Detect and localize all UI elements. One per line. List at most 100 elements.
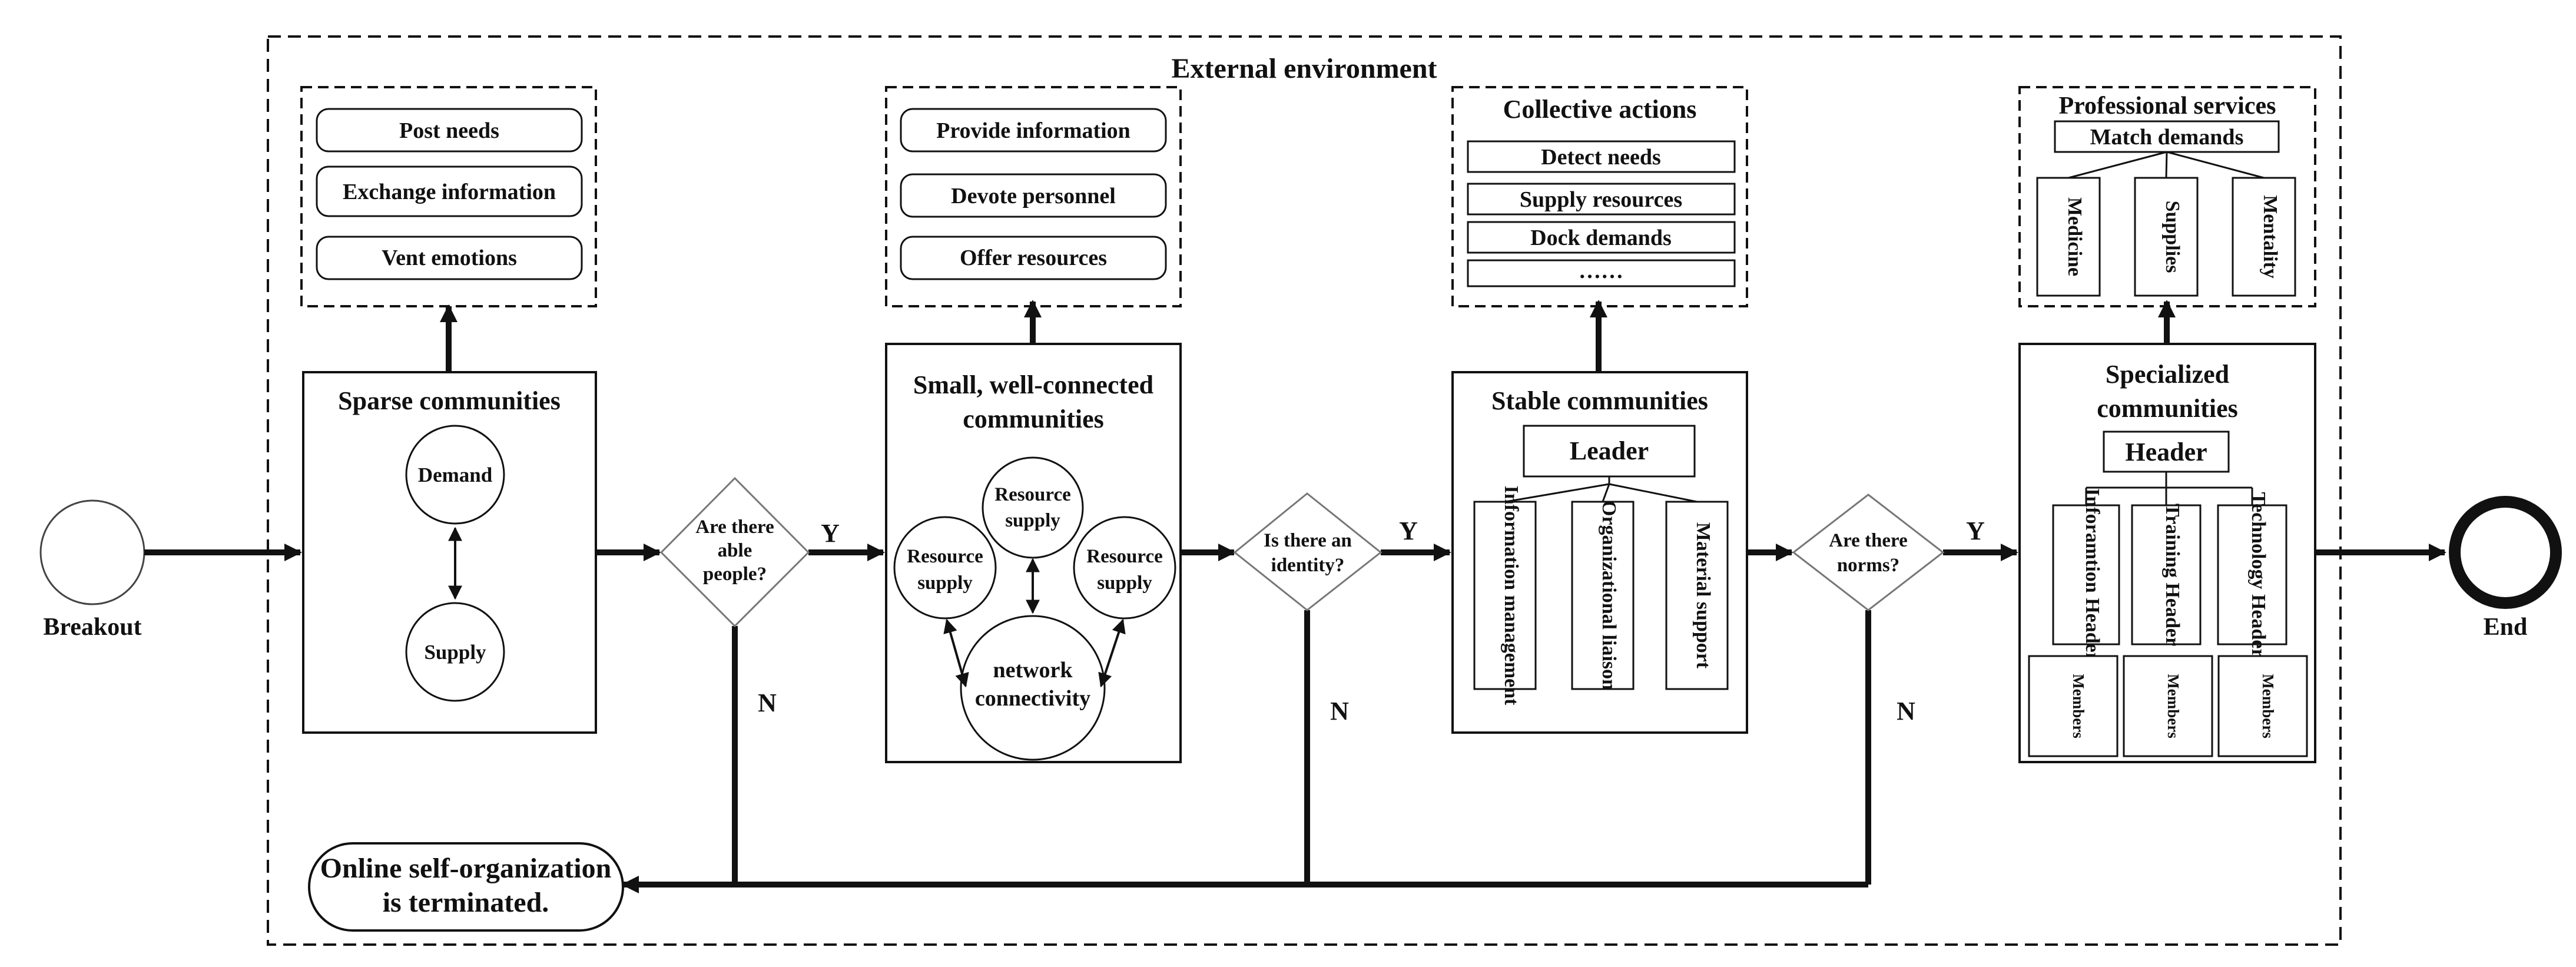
- action-offer-resources: [900, 236, 1167, 280]
- action-supply-resources: [1467, 183, 1736, 216]
- terminated-box: [308, 842, 624, 932]
- stable-communities-title: Stable communities: [1491, 386, 1708, 415]
- service-medicine-label: Medicine: [2064, 197, 2086, 276]
- decision-able-people-line-2: able: [718, 540, 752, 561]
- leader-connectors: [1505, 476, 1698, 503]
- action-devote-personnel: [900, 173, 1167, 218]
- collective-actions-title: Collective actions: [1503, 95, 1697, 124]
- network-connectivity-node: [960, 615, 1106, 761]
- role-material-support-label: Material support: [1692, 522, 1714, 669]
- decision-identity-line-2: identity?: [1271, 555, 1345, 576]
- no-label-3: N: [1897, 697, 1915, 726]
- resource-supply-right-line-2: supply: [1097, 572, 1152, 594]
- role-information-management-label: Information management: [1500, 485, 1522, 706]
- role-material-support: [1665, 501, 1729, 690]
- role-information-management: [1473, 501, 1537, 690]
- sub-header-training-label: Training Header: [2161, 504, 2183, 646]
- service-mentality-label: Mentality: [2259, 195, 2281, 279]
- terminated-line-1: Online self-organization: [320, 853, 612, 884]
- action-detect-needs: [1467, 140, 1736, 173]
- header-connectors: [2085, 472, 2253, 505]
- service-supplies: [2134, 177, 2199, 297]
- specialized-communities-title-1: Specialized: [2106, 360, 2229, 389]
- specialized-communities-title-2: communities: [2097, 394, 2238, 423]
- action-vent-emotions: [316, 236, 583, 280]
- no-label-1: N: [758, 688, 777, 717]
- supply-node: [405, 602, 505, 702]
- match-demands-box: [2054, 120, 2280, 153]
- professional-services-title: Professional services: [2059, 92, 2276, 120]
- action-offer-resources-label: Offer resources: [960, 246, 1107, 270]
- action-supply-resources-label: Supply resources: [1520, 187, 1682, 212]
- members-box-2: [2123, 655, 2213, 757]
- stage1-actions-frame: [300, 86, 597, 307]
- terminated-line-2: is terminated.: [383, 887, 549, 918]
- decision-able-people: [659, 476, 810, 628]
- network-connectivity-line-2: connectivity: [975, 686, 1090, 711]
- leader-label: Leader: [1570, 436, 1649, 465]
- sub-header-information: [2052, 504, 2120, 645]
- service-medicine: [2036, 177, 2101, 297]
- demand-label: Demand: [418, 463, 493, 486]
- sub-header-training: [2131, 504, 2202, 645]
- resource-supply-right-node: [1073, 516, 1176, 620]
- network-connectivity-line-1: network: [993, 658, 1073, 683]
- members-label-2: Members: [2164, 674, 2182, 738]
- action-detect-needs-label: Detect needs: [1541, 145, 1661, 170]
- decision-identity-line-1: Is there an: [1264, 530, 1352, 551]
- leader-box: [1523, 425, 1696, 478]
- action-dock-demands-label: Dock demands: [1530, 226, 1672, 250]
- header-label: Header: [2125, 438, 2207, 466]
- small-communities-title-2: communities: [963, 405, 1104, 433]
- members-box-3: [2217, 655, 2308, 757]
- resource-supply-left-line-1: Resource: [907, 546, 983, 567]
- role-organizational-liaison-label: Organizational liaison: [1598, 501, 1620, 690]
- action-ellipsis-label: ……: [1579, 259, 1623, 283]
- resource-supply-top-node: [982, 456, 1084, 559]
- members-box-1: [2028, 655, 2119, 757]
- action-provide-information-label: Provide information: [936, 118, 1130, 143]
- header-box: [2103, 430, 2230, 473]
- start-node: [39, 499, 145, 605]
- resource-supply-top-line-2: supply: [1005, 510, 1060, 531]
- resource-supply-left-node: [893, 516, 997, 620]
- decision-norms-line-1: Are there: [1829, 530, 1907, 551]
- members-label-3: Members: [2259, 674, 2277, 738]
- decision-able-people-line-3: people?: [703, 564, 767, 585]
- supply-label: Supply: [424, 641, 486, 664]
- decision-norms-line-2: norms?: [1837, 555, 1899, 576]
- start-label: Breakout: [43, 614, 141, 641]
- decision-norms: [1792, 494, 1945, 611]
- action-devote-personnel-label: Devote personnel: [951, 184, 1116, 208]
- external-environment-frame: [267, 35, 2342, 946]
- collective-actions-frame: [1451, 86, 1748, 307]
- role-organizational-liaison: [1571, 501, 1635, 690]
- sub-header-technology: [2217, 504, 2287, 645]
- match-demands-connectors: [2068, 151, 2265, 179]
- professional-services-frame: [2018, 86, 2316, 307]
- action-ellipsis: [1467, 259, 1736, 287]
- action-exchange-information: [316, 165, 583, 217]
- end-label: End: [2484, 614, 2528, 641]
- small-communities-title-1: Small, well-connected: [913, 370, 1153, 399]
- action-provide-information: [900, 108, 1167, 153]
- sub-header-technology-label: Technology Header: [2247, 492, 2269, 657]
- sub-header-information-label: Inforamtion Header: [2081, 488, 2103, 661]
- yes-label-3: Y: [1966, 516, 1985, 545]
- stage2-actions-frame: [885, 86, 1182, 307]
- action-exchange-information-label: Exchange information: [343, 180, 556, 204]
- resource-supply-left-line-2: supply: [917, 572, 973, 594]
- members-label-1: Members: [2070, 674, 2087, 738]
- resource-supply-top-line-1: Resource: [994, 484, 1071, 505]
- action-post-needs-label: Post needs: [399, 118, 499, 143]
- main-flow-arrows: [144, 300, 2446, 893]
- yes-label-2: Y: [1399, 516, 1418, 545]
- decision-able-people-line-1: Are there: [695, 516, 774, 538]
- no-label-2: N: [1330, 697, 1349, 726]
- service-mentality: [2232, 177, 2296, 297]
- yes-label-1: Y: [821, 519, 840, 548]
- service-supplies-label: Supplies: [2161, 201, 2183, 273]
- demand-node: [405, 425, 505, 525]
- sparse-communities-title: Sparse communities: [338, 386, 561, 415]
